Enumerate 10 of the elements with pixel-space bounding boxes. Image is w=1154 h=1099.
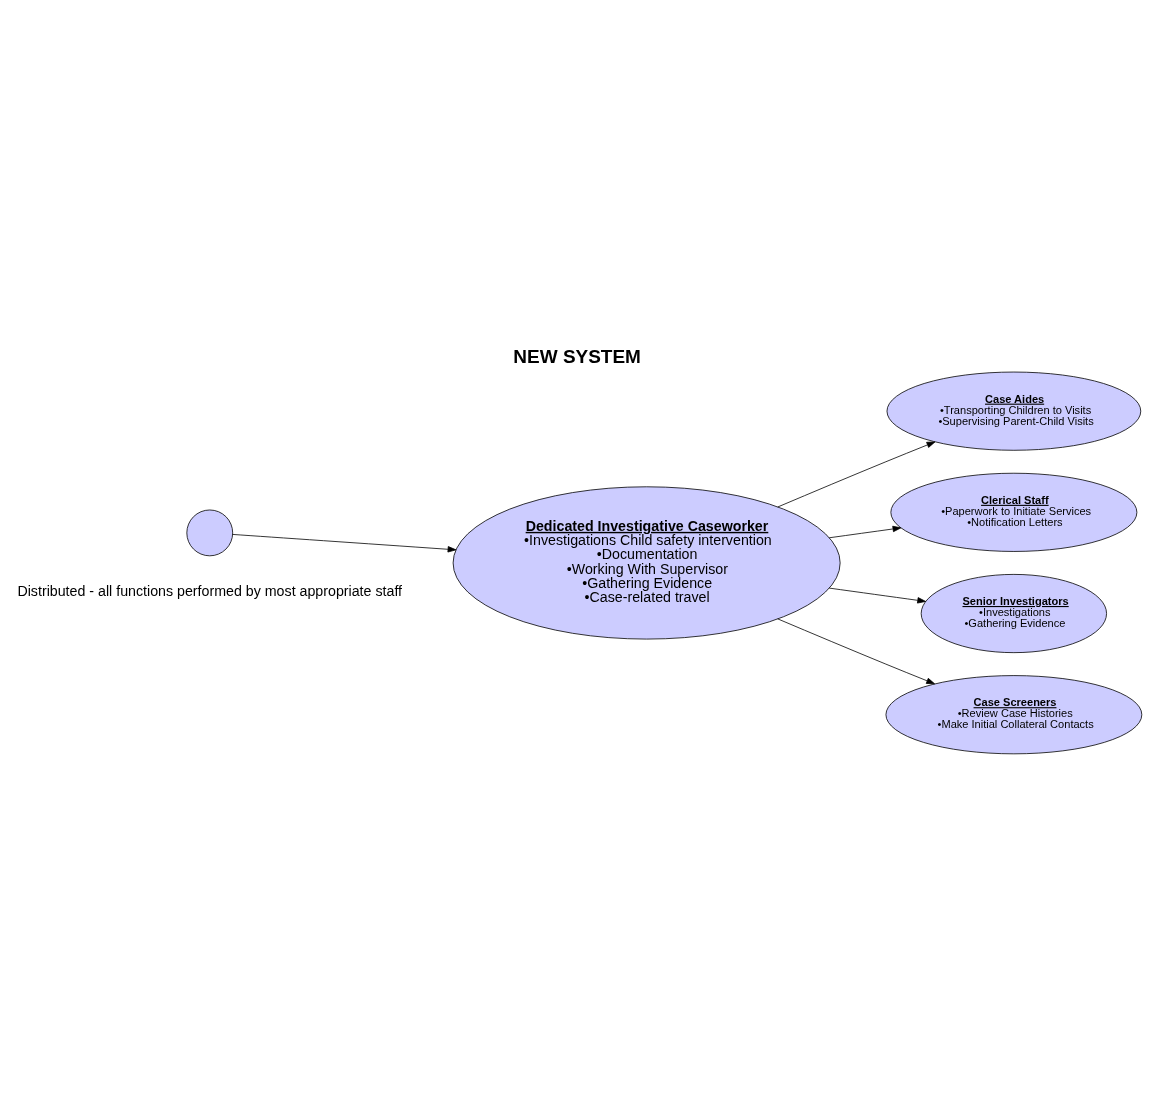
label: Distributed - all functions performed by most appropriate staff: [17, 583, 403, 600]
diagram-title: NEW SYSTEM: [513, 345, 641, 367]
node-ellipse: Senior Investigators •Investigations •Gathering Evidence: [920, 574, 1107, 654]
arrow: [828, 587, 926, 604]
node-circle: [186, 509, 234, 557]
arrow: [777, 618, 935, 685]
node-ellipse: Dedicated Investigative Caseworker •Investigations Child safety intervention •Documentation •Working With Supervisor •Gathering Evidence •Case-related travel: [452, 486, 841, 640]
arrow: [777, 441, 936, 508]
arrow: [828, 525, 902, 539]
arrow: [232, 534, 457, 553]
